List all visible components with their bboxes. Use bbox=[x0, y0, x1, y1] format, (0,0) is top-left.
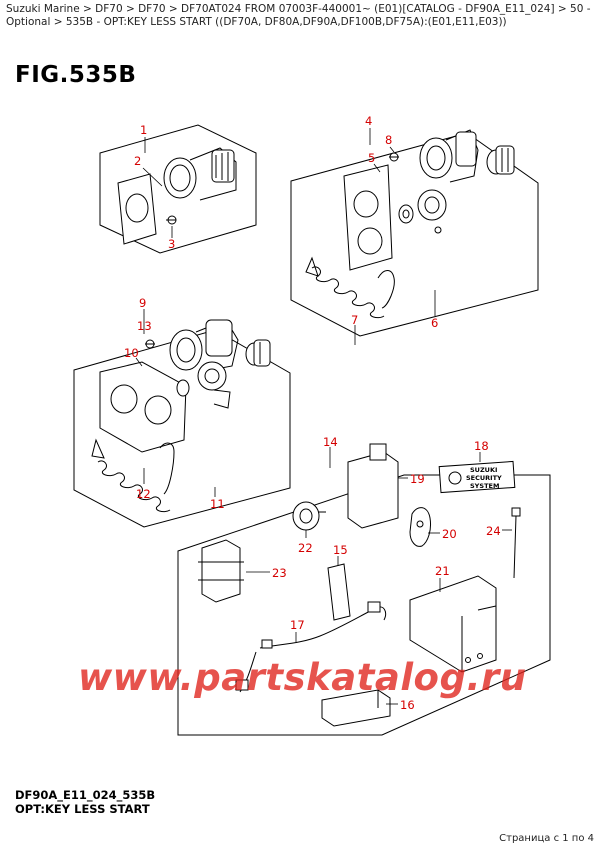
group-box-part-1: 1 2 3 bbox=[99, 123, 257, 254]
part-screw-13[interactable] bbox=[145, 339, 155, 349]
callout-18: 18 bbox=[474, 439, 489, 453]
part-screw-3[interactable] bbox=[166, 215, 177, 225]
part-antenna-16[interactable] bbox=[321, 689, 391, 727]
group-box-part-4-6: 4 6 5 7 8 bbox=[290, 114, 539, 345]
part-screw-8[interactable] bbox=[389, 152, 399, 162]
part-switch-body-4[interactable] bbox=[419, 129, 479, 183]
callout-15: 15 bbox=[333, 543, 348, 557]
callout-20: 20 bbox=[442, 527, 457, 541]
breadcrumb: Suzuki Marine > DF70 > DF70 > DF70AT024 … bbox=[6, 3, 591, 28]
callout-16: 16 bbox=[400, 698, 415, 712]
watermark: www.partskatalog.ru bbox=[78, 656, 527, 699]
callout-10: 10 bbox=[124, 346, 139, 360]
callout-1: 1 bbox=[140, 123, 147, 137]
part-panel-plate-2[interactable] bbox=[117, 173, 157, 245]
part-cable-tie-24[interactable] bbox=[511, 507, 521, 579]
callout-24: 24 bbox=[486, 524, 501, 538]
group-box-part-14: 14 19 SUZUKI SECURITY SYSTEM 18 22 bbox=[177, 435, 551, 736]
part-panel-plate-5[interactable] bbox=[343, 164, 393, 271]
part-card-15[interactable] bbox=[327, 563, 351, 621]
callout-2: 2 bbox=[134, 154, 141, 168]
callout-12: 12 bbox=[136, 487, 151, 501]
part-lanyard-12[interactable] bbox=[91, 438, 175, 513]
part-bracket-21[interactable] bbox=[409, 575, 497, 673]
part-cap-box3[interactable] bbox=[245, 339, 271, 367]
callout-19: 19 bbox=[410, 472, 425, 486]
callout-22: 22 bbox=[298, 541, 313, 555]
part-harness-17[interactable] bbox=[235, 601, 387, 693]
callout-13: 13 bbox=[137, 319, 152, 333]
part-lanyard-7[interactable] bbox=[305, 256, 395, 319]
callout-3: 3 bbox=[168, 237, 175, 251]
callout-21: 21 bbox=[435, 564, 450, 578]
footer-diagram-code: DF90A_E11_024_535B bbox=[15, 788, 156, 802]
callout-7: 7 bbox=[351, 313, 358, 327]
callout-9: 9 bbox=[139, 296, 146, 310]
figure-title: FIG.535B bbox=[15, 62, 137, 88]
callout-17: 17 bbox=[290, 618, 305, 632]
sticker-text-3: SYSTEM bbox=[470, 482, 499, 490]
callout-23: 23 bbox=[272, 566, 287, 580]
group-box-part-9-11: 9 11 10 12 bbox=[73, 296, 291, 528]
callout-14: 14 bbox=[323, 435, 338, 449]
part-buzzer-22[interactable] bbox=[292, 501, 326, 531]
callout-6: 6 bbox=[431, 316, 438, 330]
part-panel-plate-10[interactable] bbox=[99, 361, 187, 453]
part-receiver-23[interactable] bbox=[198, 539, 244, 603]
callout-4: 4 bbox=[365, 114, 372, 128]
part-switch-body-1[interactable] bbox=[163, 147, 237, 201]
part-key-fob-20[interactable] bbox=[409, 507, 431, 547]
part-module-19[interactable] bbox=[347, 443, 399, 529]
sticker-text-2: SECURITY bbox=[466, 474, 502, 482]
callout-8: 8 bbox=[385, 133, 392, 147]
part-switch-body-9[interactable] bbox=[169, 319, 239, 409]
page-counter: Страница с 1 по 4 bbox=[499, 833, 594, 844]
callout-5: 5 bbox=[368, 151, 375, 165]
part-label-sticker-18[interactable]: SUZUKI SECURITY SYSTEM bbox=[438, 460, 516, 494]
callout-11: 11 bbox=[210, 497, 225, 511]
part-bezel-ring[interactable] bbox=[398, 189, 447, 234]
part-cap[interactable] bbox=[486, 145, 515, 175]
sticker-text-1: SUZUKI bbox=[470, 466, 497, 474]
footer-description: OPT:KEY LESS START bbox=[15, 802, 150, 816]
